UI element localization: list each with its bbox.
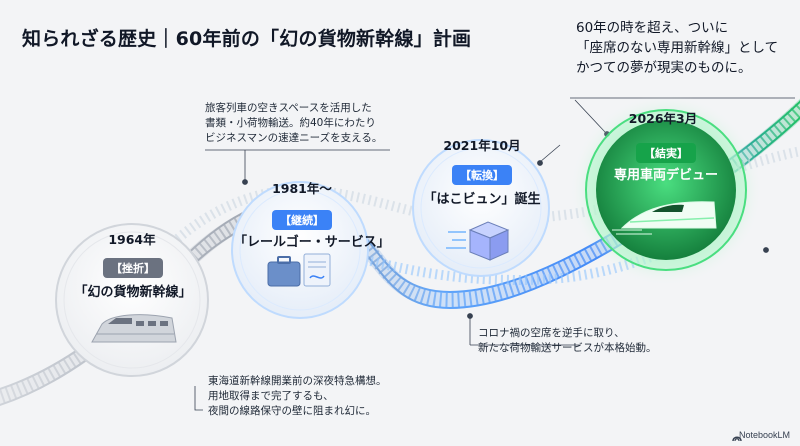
- tag-turning-point: 【転換】: [452, 165, 512, 185]
- milestone-circle-2021: [412, 139, 550, 277]
- footer-brand: NotebookLM: [738, 430, 790, 440]
- label-phantom-freight-shinkansen: 「幻の貨物新幹線」: [74, 285, 192, 300]
- leader-lines: [194, 97, 795, 411]
- note-1964: 東海道新幹線開業前の深夜特急構想。 用地取得まで完了するも、 夜間の線路保守の壁…: [208, 375, 387, 417]
- train-icon: [91, 314, 177, 343]
- year-2021: 2021年10月: [443, 138, 521, 153]
- year-1981: 1981年〜: [272, 181, 332, 196]
- milestone-circle-2026: [570, 94, 762, 286]
- bullet-train-icon: [612, 201, 717, 235]
- briefcase-document-icon: [267, 253, 331, 287]
- notebooklm-logo-icon: [732, 436, 742, 442]
- label-hakobyun-launch: 「はこビュン」誕生: [423, 192, 541, 207]
- milestone-circle-1964: [55, 223, 209, 377]
- tag-continuation: 【継続】: [272, 210, 332, 230]
- note-2021: コロナ禍の空席を逆手に取り、 新たな荷物輸送サービスが本格始動。: [478, 327, 657, 354]
- tag-fruition: 【結実】: [636, 143, 696, 163]
- year-2026: 2026年3月: [628, 111, 698, 126]
- note-1981: 旅客列車の空きスペースを活用した 書類・小荷物輸送。約40年にわたり ビジネスマ…: [205, 102, 383, 144]
- label-dedicated-car-debut: 専用車両デビュー: [613, 168, 718, 183]
- package-icon: [446, 221, 510, 261]
- tag-setback: 【挫折】: [103, 258, 163, 278]
- note-2026: 60年の時を超え、ついに 「座席のない専用新幹線」として かつての夢が現実のもの…: [576, 20, 779, 76]
- page-title: 知られざる歴史｜60年前の「幻の貨物新幹線」計画: [22, 28, 472, 50]
- label-rail-go-service: 「レールゴー・サービス」: [234, 235, 390, 250]
- year-1964: 1964年: [108, 232, 156, 247]
- milestone-circle-1981: [231, 181, 369, 319]
